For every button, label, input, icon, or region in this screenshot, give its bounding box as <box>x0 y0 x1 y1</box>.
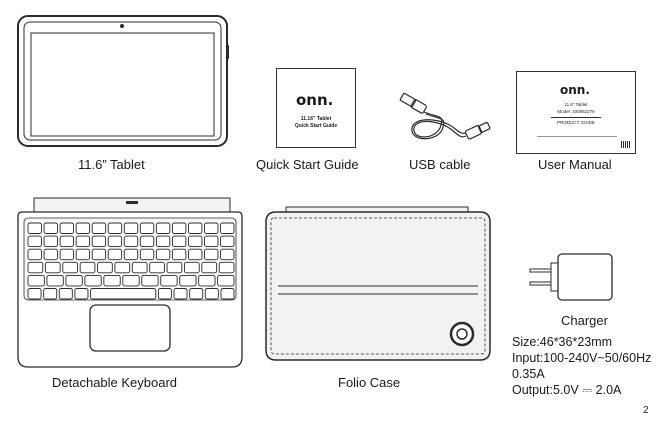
keyboard-key <box>131 261 148 274</box>
keyboard-key <box>171 248 187 261</box>
keyboard-key <box>123 222 139 234</box>
keyboard-key <box>171 222 187 234</box>
keyboard-key <box>183 261 200 274</box>
keyboard-key <box>74 288 89 300</box>
dc-symbol-icon: ⎓ <box>582 383 593 397</box>
keyboard-key <box>220 222 235 234</box>
keyboard-key <box>75 235 91 248</box>
keyboard-key <box>27 288 42 300</box>
qsg-cover-title: 11.16” Tablet <box>300 116 332 122</box>
manual-bottom-rule <box>537 136 617 137</box>
keyboard-key <box>107 248 123 261</box>
keyboard-key <box>139 222 155 234</box>
quick-start-guide-caption: Quick Start Guide <box>256 157 359 172</box>
keyboard-key <box>218 261 235 274</box>
keyboard-key <box>204 248 219 261</box>
charger-input-current: 0.35A <box>512 367 545 381</box>
keyboard-key <box>43 288 58 300</box>
keyboard-key <box>198 274 216 287</box>
keyboard-key <box>204 288 219 300</box>
keyboard-key <box>220 248 235 261</box>
keyboard-key <box>107 222 123 234</box>
keyboard-key <box>44 261 61 274</box>
keyboard-key <box>139 235 155 248</box>
user-manual-booklet: onn. 11.6” Tablet Model: 100062279 PRODU… <box>516 71 636 154</box>
usb-cable-caption: USB cable <box>409 157 471 172</box>
manual-cover-divider <box>551 117 601 118</box>
keyboard-key <box>173 288 188 300</box>
quick-start-guide-booklet: onn. 11.16” Tablet Quick Start Guide <box>276 68 356 148</box>
keyboard-key <box>79 261 96 274</box>
manual-cover-title: 11.6” Tablet <box>564 102 588 107</box>
keyboard-key <box>122 274 140 287</box>
keyboard-key <box>84 274 102 287</box>
tablet-caption: 11.6” Tablet <box>78 157 145 172</box>
keyboard-key <box>160 274 178 287</box>
charger-output-current: 2.0A <box>595 383 622 397</box>
keyboard-key <box>27 222 42 234</box>
charger-input: Input:100-240V~50/60Hz <box>512 351 652 365</box>
folio-case-caption: Folio Case <box>338 375 401 390</box>
qsg-brand-logo: onn. <box>296 91 334 109</box>
keyboard-key <box>59 222 74 234</box>
keyboard-key <box>188 235 203 248</box>
keyboard-key <box>90 288 157 300</box>
keyboard-key <box>188 222 203 234</box>
keyboard-key <box>189 288 204 300</box>
charger-caption: Charger <box>561 313 608 328</box>
keyboard-key <box>75 222 91 234</box>
keyboard-key <box>59 248 74 261</box>
keyboard-key <box>65 274 83 287</box>
keyboard-key <box>43 248 58 261</box>
charger-size: Size:46*36*23mm <box>512 335 613 349</box>
keyboard-key <box>155 235 171 248</box>
keyboard-key <box>91 222 107 234</box>
user-manual-caption: User Manual <box>538 157 612 172</box>
keyboard-key <box>139 248 155 261</box>
keyboard-key <box>27 235 42 248</box>
keyboard-key <box>27 248 42 261</box>
charger-output: Output:5.0V ⎓ 2.0A <box>512 383 621 398</box>
charger-output-voltage: Output:5.0V <box>512 383 579 397</box>
keyboard-key <box>43 235 58 248</box>
keyboard-key <box>27 261 44 274</box>
page-number: 2 <box>643 405 649 416</box>
keyboard-key <box>91 235 107 248</box>
keyboard-key <box>157 288 172 300</box>
keyboard-key <box>149 261 165 274</box>
manual-cover-model: Model: 100062279 <box>557 109 595 114</box>
keyboard-key <box>58 288 73 300</box>
qsg-cover-subtitle: Quick Start Guide <box>294 123 338 129</box>
keyboard-key <box>188 248 203 261</box>
keyboard-key <box>27 274 45 287</box>
keyboard-key <box>107 235 123 248</box>
keyboard-key <box>123 248 139 261</box>
keyboard-key <box>141 274 159 287</box>
keyboard-key <box>220 288 235 300</box>
keyboard-key <box>179 274 197 287</box>
keyboard-key <box>204 235 219 248</box>
keyboard-key <box>62 261 78 274</box>
keyboard-key <box>155 222 171 234</box>
keyboard-key <box>103 274 121 287</box>
keyboard-key <box>43 222 58 234</box>
keyboard-key <box>217 274 235 287</box>
keyboard-caption: Detachable Keyboard <box>52 375 178 390</box>
keyboard-key <box>123 235 139 248</box>
manual-barcode-icon <box>621 141 631 148</box>
manual-cover-guide: PRODUCT GUIDE <box>557 120 595 125</box>
keyboard-key <box>59 235 74 248</box>
keyboard-key <box>220 235 235 248</box>
keyboard-key <box>166 261 183 274</box>
keyboard-key <box>171 235 187 248</box>
keyboard-key <box>46 274 64 287</box>
keyboard-key <box>97 261 113 274</box>
keyboard-key <box>204 222 219 234</box>
keyboard-key <box>155 248 171 261</box>
keyboard-key <box>201 261 218 274</box>
keyboard-key <box>114 261 131 274</box>
manual-brand-logo: onn. <box>560 83 590 97</box>
keyboard-key <box>75 248 91 261</box>
keyboard-key <box>91 248 107 261</box>
